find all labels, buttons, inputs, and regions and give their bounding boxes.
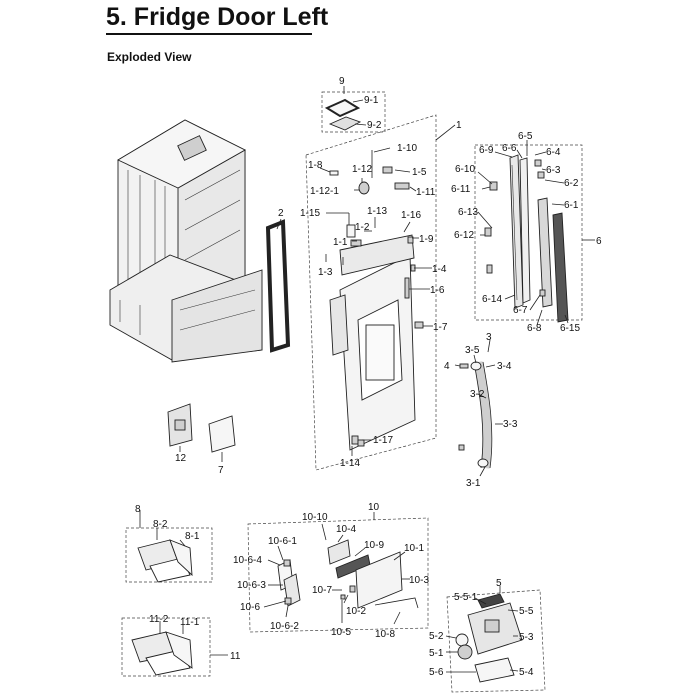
callout-label: 10-6-2 (270, 621, 299, 632)
callout-label: 9-1 (364, 95, 379, 106)
callout-label: 1-4 (432, 264, 447, 275)
callout-label: 4 (444, 361, 450, 372)
callout-label: 1 (456, 120, 462, 131)
callout-label: 11-2 (149, 614, 169, 625)
callout-label: 1-17 (373, 435, 393, 446)
callout-label: 1-9 (419, 234, 434, 245)
callout-label: 10-1 (404, 543, 424, 554)
callout-label: 1-2 (355, 222, 370, 233)
callout-label: 10-6 (240, 602, 260, 613)
callout-label: 6-2 (564, 178, 579, 189)
callout-label: 6-7 (513, 305, 528, 316)
callout-label: 11-1 (180, 617, 200, 628)
callout-label: 1-12-1 (310, 186, 339, 197)
callout-label: 1-11 (416, 187, 436, 198)
callout-label: 6-12 (454, 230, 474, 241)
callout-label: 10 (368, 502, 380, 513)
callout-label: 3 (486, 332, 492, 343)
callout-label: 6-9 (479, 145, 494, 156)
callout-label: 10-3 (409, 575, 429, 586)
callout-label: 1-3 (318, 267, 333, 278)
callout-label: 6-1 (564, 200, 579, 211)
callout-label: 1-15 (300, 208, 320, 219)
hinge-rail-drawing (474, 144, 583, 323)
callout-label: 6-8 (527, 323, 542, 334)
callout-label: 3-5 (465, 345, 480, 356)
callout-label: 8-2 (153, 519, 168, 530)
page-title: 5. Fridge Door Left (106, 3, 329, 31)
callout-label: 7 (218, 465, 224, 476)
callout-label: 6 (596, 236, 602, 247)
callout-label: 5-6 (429, 667, 444, 678)
callout-label: 9-2 (367, 120, 382, 131)
callout-label: 3-2 (470, 389, 485, 400)
callout-label: 3-4 (497, 361, 512, 372)
callout-label: 6-3 (546, 165, 561, 176)
callout-label: 10-7 (312, 585, 332, 596)
callout-label: 10-5 (331, 627, 351, 638)
callout-label: 1-8 (308, 160, 323, 171)
callout-label: 9 (339, 76, 345, 87)
callout-label: 1-12 (352, 164, 372, 175)
callout-label: 10-4 (336, 524, 356, 535)
callout-labels: 9 9-1 9-2 1 1-8 1-10 1-5 1-12 1-12-1 1-1… (135, 76, 602, 678)
callout-label: 10-9 (364, 540, 384, 551)
door-gasket-drawing (265, 219, 291, 353)
callout-label: 6-6 (502, 143, 517, 154)
callout-label: 10-6-3 (237, 580, 266, 591)
door-assembly-outline (305, 114, 437, 471)
door-panel-drawing (329, 234, 416, 451)
callout-label: 10-6-4 (233, 555, 262, 566)
callout-label: 10-8 (375, 629, 395, 640)
ice-bucket-5-drawing (446, 589, 546, 693)
callout-label: 6-10 (455, 164, 475, 175)
dispenser-10-drawing (247, 517, 429, 633)
title-underline (106, 33, 312, 35)
callout-label: 10-6-1 (268, 536, 297, 547)
callout-label: 1-5 (412, 167, 427, 178)
callout-label: 10-10 (302, 512, 328, 523)
callout-label: 5-3 (519, 632, 534, 643)
view-subtitle: Exploded View (107, 50, 192, 64)
callout-label: 2 (278, 208, 284, 219)
bracket-8-drawing (125, 527, 213, 583)
cap-assembly-drawing (321, 91, 386, 133)
callout-label: 1-16 (401, 210, 421, 221)
callout-label: 6-5 (518, 131, 533, 142)
callout-label: 1-1 (333, 237, 348, 248)
callout-label: 8 (135, 504, 141, 515)
callout-label: 5-2 (429, 631, 444, 642)
door-handle-drawing (458, 361, 493, 469)
callout-label: 5-1 (429, 648, 444, 659)
panel-cover-drawing (167, 403, 236, 453)
callout-label: 6-15 (560, 323, 580, 334)
callout-label: 6-4 (546, 147, 561, 158)
callout-label: 5-5 (519, 606, 534, 617)
callout-label: 1-14 (340, 458, 360, 469)
callout-label: 1-13 (367, 206, 387, 217)
callout-label: 5-5-1 (454, 592, 478, 603)
leader-lines (139, 86, 595, 673)
callout-label: 11 (230, 651, 241, 662)
callout-label: 12 (175, 453, 187, 464)
callout-label: 1-6 (430, 285, 445, 296)
bracket-11-drawing (121, 617, 211, 677)
fridge-cabinet-drawing (109, 119, 263, 363)
door-small-parts (329, 150, 424, 329)
callout-label: 6-13 (458, 207, 478, 218)
callout-label: 3-1 (466, 478, 481, 489)
callout-label: 5-4 (519, 667, 534, 678)
callout-label: 3-3 (503, 419, 518, 430)
callout-label: 10-2 (346, 606, 366, 617)
callout-label: 5 (496, 578, 502, 589)
callout-label: 1-7 (433, 322, 448, 333)
callout-label: 6-14 (482, 294, 502, 305)
callout-label: 8-1 (185, 531, 200, 542)
callout-label: 6-11 (451, 184, 471, 195)
callout-label: 1-10 (397, 143, 417, 154)
